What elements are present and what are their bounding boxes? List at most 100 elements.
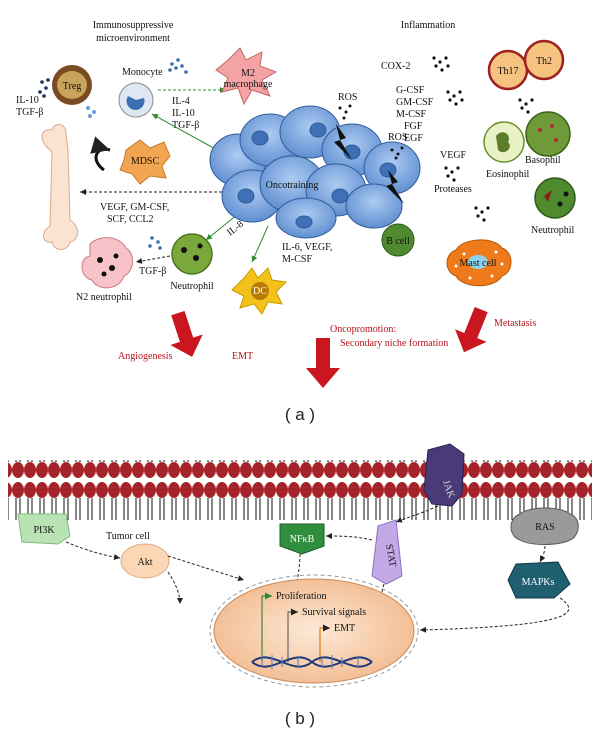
dna-helix-icon — [251, 655, 373, 669]
b-cell — [381, 223, 415, 257]
angiogenesis-label: Angiogenesis — [118, 351, 173, 362]
neutrophil-cell — [171, 233, 213, 275]
mapks-node — [507, 561, 571, 599]
panel-a-label: ( a ) — [285, 405, 315, 424]
angiogenesis-arrow — [170, 310, 203, 357]
il10-label: IL-10 — [16, 95, 39, 106]
header-inflammation: Inflammation — [401, 20, 455, 31]
header-microenvironment: microenvironment — [96, 33, 170, 44]
mapks-label: MAPKs — [522, 577, 555, 588]
cox2-label: COX-2 — [381, 61, 410, 72]
oncotraining-label: Oncotraining — [266, 180, 319, 191]
dc-label: DC — [253, 286, 267, 297]
treg-blue-dots — [86, 106, 96, 118]
oncopromotion-arrow — [306, 338, 340, 388]
jak-receptor — [423, 443, 465, 507]
dc-factors-2: M-CSF — [282, 254, 312, 265]
protease-dots — [474, 206, 490, 222]
ras-node — [510, 507, 579, 545]
egf-label: EGF — [404, 133, 423, 144]
basophil-label: Basophil — [525, 155, 561, 166]
treg-cell: Treg — [52, 65, 92, 105]
ros-label-1: ROS — [338, 92, 357, 103]
bone-factors-1: VEGF, GM-CSF, — [100, 202, 169, 213]
neutrophil-right-cell — [534, 177, 576, 219]
basophil-cell — [525, 111, 571, 157]
pi3k-node — [17, 513, 71, 545]
tumor-cluster — [209, 105, 421, 239]
pi3k-label: PI3K — [33, 525, 55, 536]
stat-to-nfkb-arrow — [325, 533, 373, 541]
treg-label: Treg — [63, 81, 82, 92]
metastasis-label: Metastasis — [494, 318, 536, 329]
bone-factors-2: SCF, CCL2 — [107, 214, 153, 225]
gmcsf-label: GM-CSF — [396, 97, 434, 108]
bone-icon — [41, 124, 78, 250]
macrophage-label: macrophage — [224, 79, 273, 90]
ras-to-mapks-arrow — [539, 545, 546, 563]
neutrophil-right-label: Neutrophil — [531, 225, 575, 236]
secondary-niche-label: Secondary niche formation — [340, 338, 448, 349]
ras-label: RAS — [535, 522, 554, 533]
ros-dots-1 — [338, 104, 352, 120]
nfkb-label: NFκB — [290, 534, 315, 545]
csf-dots — [446, 90, 464, 106]
oncopromotion-label: Oncopromotion: — [330, 324, 396, 335]
proteases-label: Proteases — [434, 184, 472, 195]
survival-arrow — [287, 608, 298, 662]
panel-b-label: ( b ) — [285, 709, 315, 728]
akt-node — [120, 543, 170, 579]
eosinophil-label: Eosinophil — [486, 169, 530, 180]
survival-label: Survival signals — [302, 607, 366, 618]
stat-label: STAT — [383, 543, 398, 568]
gcsf-label: G-CSF — [396, 85, 425, 96]
akt-to-nucleus-arrow — [167, 555, 245, 582]
mcsf-label: M-CSF — [396, 109, 426, 120]
mast-cell — [446, 239, 512, 287]
proliferation-arrow — [261, 592, 272, 662]
panel-b: JAK Tumor cell PI3K Akt NFκB STAT RAS MA… — [8, 443, 592, 728]
n2-neutrophil-label: N2 neutrophil — [76, 292, 132, 303]
curved-arrow-icon — [90, 136, 111, 172]
pi3k-to-akt-arrow — [65, 541, 121, 560]
stat-node — [371, 519, 403, 585]
il10-m-label: IL-10 — [172, 108, 195, 119]
ros-dots-2 — [390, 146, 404, 160]
monocyte-dots — [168, 58, 188, 74]
m2-label: M2 — [241, 68, 255, 79]
vegf-label: VEGF — [440, 150, 467, 161]
nucleus-outer — [209, 574, 419, 688]
akt-label: Akt — [138, 557, 153, 568]
th-dots — [518, 98, 534, 114]
dc-cell — [231, 267, 288, 315]
proliferation-label: Proliferation — [276, 591, 327, 602]
vegf-dots — [444, 166, 460, 182]
neutrophil-to-n2-arrow — [135, 255, 171, 264]
lightning-icon — [334, 124, 352, 160]
emt-label-b: EMT — [334, 623, 355, 634]
tumor-to-neutrophil-arrow — [205, 213, 239, 241]
lightning-icon-2 — [386, 170, 404, 204]
dc-factors-1: IL-6, VEGF, — [282, 242, 332, 253]
emt-arrow — [319, 624, 330, 662]
treg-dots — [38, 78, 50, 98]
m2-macrophage — [215, 47, 278, 106]
mdsc-cell — [119, 139, 171, 185]
metastasis-arrow — [454, 306, 488, 353]
neutrophil-label: Neutrophil — [170, 281, 214, 292]
tumor-cell-label: Tumor cell — [106, 531, 150, 542]
th17-label: Th17 — [497, 66, 518, 77]
monocyte-cell — [118, 82, 154, 118]
il4-label: IL-4 — [172, 96, 190, 107]
b-cell-label: B cell — [386, 236, 410, 247]
akt-down-arrow — [167, 571, 183, 605]
fgf-label: FGF — [404, 121, 423, 132]
mast-cell-label: Mast cell — [460, 258, 497, 269]
mdsc-label: MDSC — [131, 156, 160, 167]
tgf-beta-label: TGF-β — [16, 107, 43, 118]
cox2-dots — [432, 56, 450, 72]
panel-a: Immunosuppressive microenvironment Infla… — [16, 20, 576, 424]
emt-label-a: EMT — [232, 351, 253, 362]
n2-blue-dots — [148, 236, 162, 250]
